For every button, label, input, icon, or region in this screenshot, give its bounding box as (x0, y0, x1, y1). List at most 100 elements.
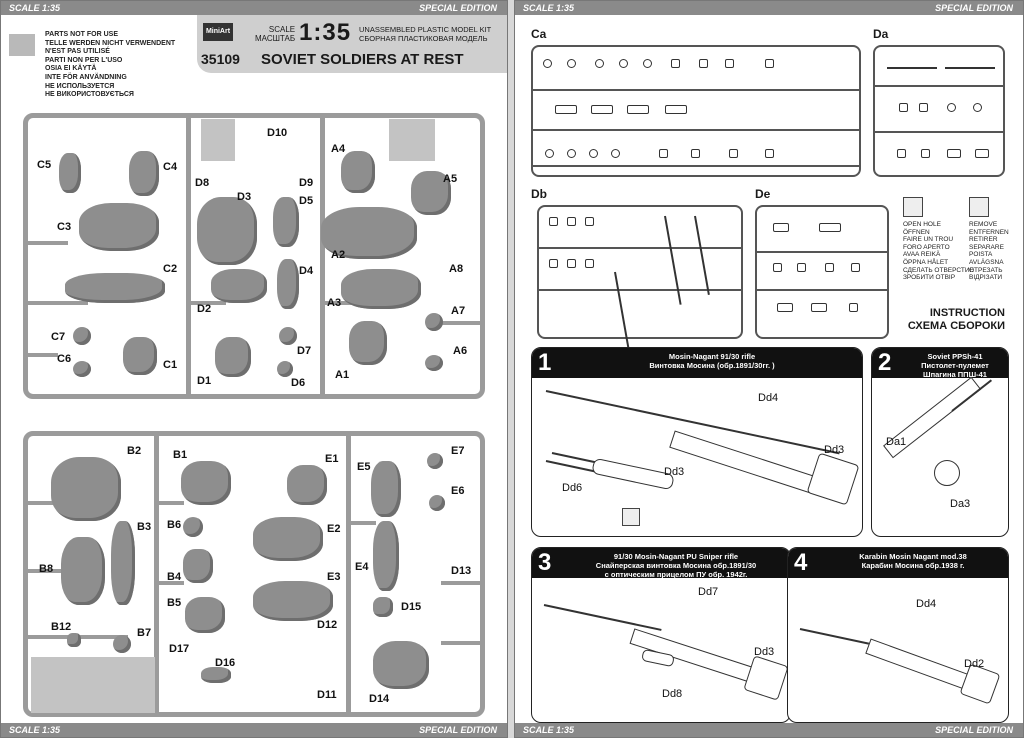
left-page: SCALE 1:35 SPECIAL EDITION PARTS NOT FOR… (0, 0, 508, 738)
part-label: A1 (335, 369, 350, 381)
part-callout: Da1 (886, 436, 907, 448)
figure-part (425, 313, 443, 331)
figure-part (429, 495, 445, 511)
part-label: E7 (451, 445, 465, 457)
figure-part (425, 355, 443, 371)
figure-part (67, 633, 81, 647)
part-label: D16 (215, 657, 236, 669)
figure-part (113, 635, 131, 653)
part-label: D9 (299, 177, 314, 189)
part-callout: Dd7 (698, 586, 719, 598)
figure-part (349, 321, 387, 365)
figure-part (273, 197, 299, 247)
figure-part (65, 273, 165, 303)
figure-part (181, 461, 231, 505)
figure-part (111, 521, 135, 605)
figure-part (287, 465, 327, 505)
open-hole-icon (903, 197, 923, 217)
step-number: 4 (794, 549, 808, 576)
part-label: C2 (163, 263, 178, 275)
part-label: E4 (355, 561, 369, 573)
part-label: A2 (331, 249, 346, 261)
figure-part (79, 203, 159, 251)
kit-number: 35109 (201, 51, 240, 67)
bottom-bar-left: SCALE 1:35 SPECIAL EDITION (1, 723, 507, 737)
figure-part (371, 461, 401, 517)
part-label: C6 (57, 353, 72, 365)
figure-part (215, 337, 251, 377)
part-label: A6 (453, 345, 468, 357)
sprue-title-db: Db (531, 187, 547, 201)
figure-part (51, 457, 121, 521)
figure-part (183, 549, 213, 583)
figure-part (197, 197, 257, 265)
sprue-title-da: Da (873, 27, 889, 41)
part-label: A3 (327, 297, 342, 309)
part-label: B1 (173, 449, 188, 461)
part-label: E5 (357, 461, 371, 473)
kit-name: SOVIET SOLDIERS AT REST (261, 51, 464, 68)
part-label: B3 (137, 521, 152, 533)
part-label: D11 (317, 689, 337, 701)
part-label: D1 (197, 375, 212, 387)
brand-logo: MiniArt (203, 23, 233, 41)
part-label: D6 (291, 377, 306, 389)
part-label: D5 (299, 195, 314, 207)
part-label: E6 (451, 485, 465, 497)
part-label: A5 (443, 173, 458, 185)
remove-icon (969, 197, 989, 217)
figure-part (373, 521, 399, 591)
figure-part (183, 517, 203, 537)
part-label: C4 (163, 161, 178, 173)
step-number: 1 (538, 349, 552, 376)
step-number: 2 (878, 349, 892, 376)
part-label: A8 (449, 263, 464, 275)
figure-part (341, 151, 375, 193)
part-label: B8 (39, 563, 54, 575)
sprue-diagram-db (537, 205, 743, 339)
not-for-use-list: PARTS NOT FOR USE TELLE WERDEN NICHT VER… (45, 31, 176, 99)
part-label: E1 (325, 453, 339, 465)
part-callout: Dd3 (754, 646, 775, 658)
part-callout: Dd2 (964, 658, 985, 670)
part-label: D10 (267, 127, 288, 139)
special-edition-text: SPECIAL EDITION (419, 3, 497, 13)
part-label: D15 (401, 601, 422, 613)
figure-part (427, 453, 443, 469)
part-label: D3 (237, 191, 252, 203)
figure-part (341, 269, 421, 309)
part-label: D8 (195, 177, 210, 189)
right-page: SCALE 1:35 SPECIAL EDITION Ca Da Db (514, 0, 1024, 738)
removed-area (201, 119, 235, 161)
figure-part (373, 597, 393, 617)
part-label: B4 (167, 571, 182, 583)
part-callout: Dd3 (664, 466, 685, 478)
figure-part (253, 517, 323, 561)
sprue-title-ca: Ca (531, 27, 547, 41)
part-label: D4 (299, 265, 314, 277)
part-label: E3 (327, 571, 341, 583)
part-callout: Dd8 (662, 688, 683, 700)
part-label: D7 (297, 345, 312, 357)
part-label: C1 (163, 359, 178, 371)
part-label: E2 (327, 523, 341, 535)
sprue-bottom (23, 431, 485, 717)
figure-part (277, 259, 299, 309)
figure-part (185, 597, 225, 633)
part-label: D14 (369, 693, 390, 705)
part-label: D2 (197, 303, 212, 315)
remove-icon (622, 508, 640, 526)
figure-part (211, 269, 267, 303)
figure-part (321, 207, 417, 259)
part-label: D12 (317, 619, 338, 631)
part-label: A7 (451, 305, 466, 317)
scale-text: SCALE 1:35 (9, 3, 61, 13)
top-bar-left: SCALE 1:35 SPECIAL EDITION (1, 1, 507, 15)
